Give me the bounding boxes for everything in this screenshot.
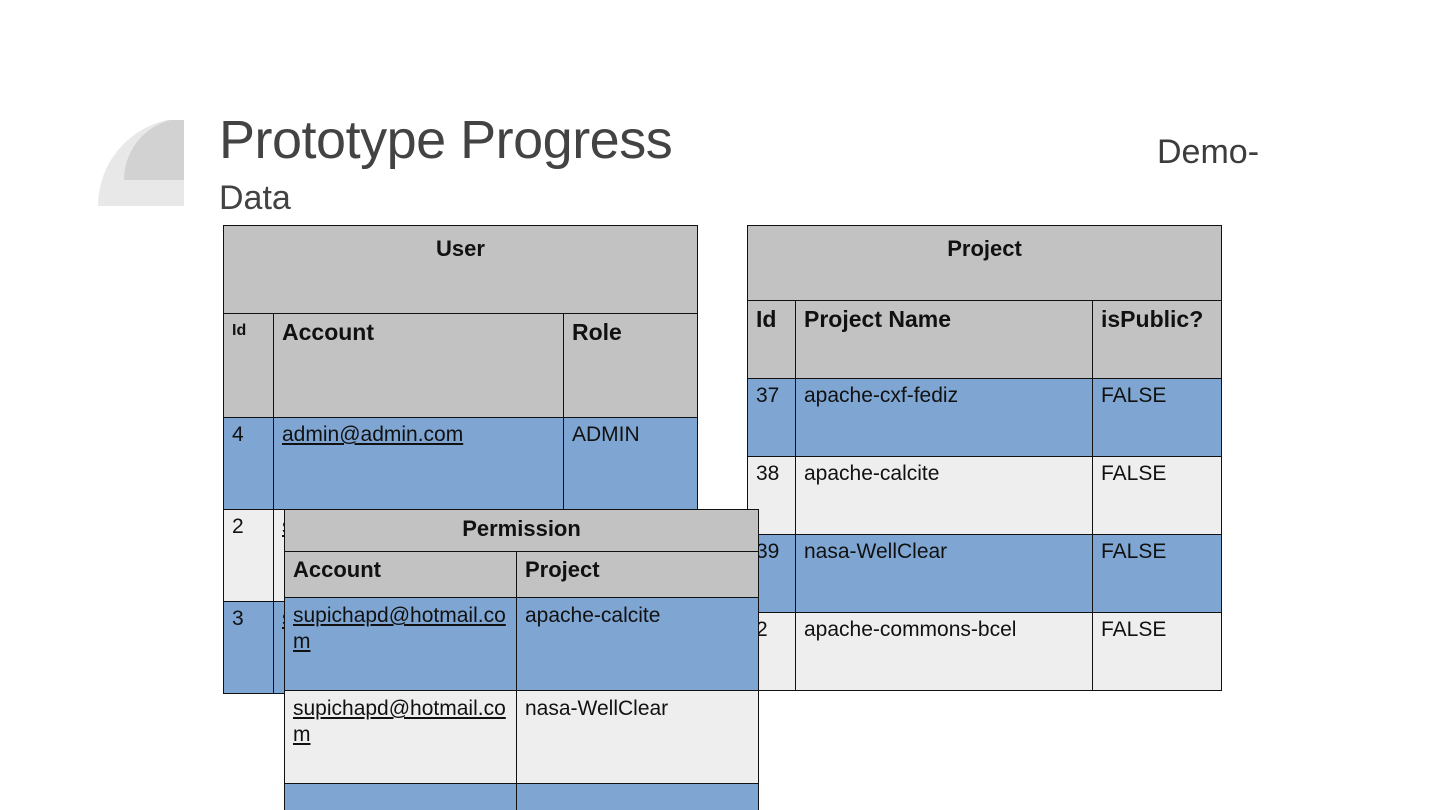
user-cell-id: 3 [223, 601, 274, 694]
table-row[interactable]: supichapd@hotmail.com apache-calcite [284, 597, 760, 691]
table-row[interactable]: 39 nasa-WellClear FALSE [747, 534, 1222, 613]
page-title: Prototype Progress [219, 110, 673, 170]
table-row[interactable]: 37 apache-cxf-fediz FALSE [747, 378, 1222, 457]
table-row[interactable]: 2 apache-commons-bcel FALSE [747, 612, 1222, 691]
permission-cell-account[interactable] [284, 783, 517, 810]
permission-col-account: Account [284, 551, 517, 598]
user-cell-account[interactable]: admin@admin.com [273, 417, 564, 510]
project-cell-ispublic: FALSE [1092, 378, 1222, 457]
user-col-id: Id [223, 313, 274, 418]
project-cell-ispublic: FALSE [1092, 534, 1222, 613]
logo-inner-arc [124, 120, 184, 180]
project-table-header-row: Id Project Name isPublic? [747, 300, 1222, 379]
account-link[interactable]: supichapd@hotmail.com [293, 697, 506, 747]
user-cell-id: 2 [223, 509, 274, 602]
project-col-ispublic: isPublic? [1092, 300, 1222, 379]
permission-table-header-row: Account Project [284, 551, 760, 598]
user-cell-role: ADMIN [562, 417, 699, 510]
permission-cell-project: nasa-WellClear [515, 690, 760, 784]
project-col-id: Id [747, 300, 796, 379]
project-cell-id: 37 [747, 378, 796, 457]
permission-col-project: Project [515, 551, 760, 598]
project-col-name: Project Name [795, 300, 1093, 379]
quarter-circle-logo-icon [98, 120, 184, 206]
corner-label: Demo- [1157, 133, 1260, 171]
table-row[interactable]: 4 admin@admin.com ADMIN [223, 417, 699, 510]
account-link[interactable]: supichapd@hotmail.com [293, 604, 506, 654]
table-row[interactable]: 38 apache-calcite FALSE [747, 456, 1222, 535]
table-row[interactable]: supichapd@hotmail.com nasa-WellClear [284, 690, 760, 784]
permission-table: Permission Account Project supichapd@hot… [283, 509, 760, 810]
project-cell-ispublic: FALSE [1092, 612, 1222, 691]
account-link[interactable]: admin@admin.com [282, 423, 464, 446]
project-table-caption-row: Project [747, 225, 1222, 301]
permission-table-caption: Permission [283, 509, 760, 552]
project-cell-ispublic: FALSE [1092, 456, 1222, 535]
project-cell-name: apache-cxf-fediz [795, 378, 1093, 457]
permission-table-caption-row: Permission [283, 509, 760, 552]
user-cell-id: 4 [223, 417, 274, 510]
permission-cell-account[interactable]: supichapd@hotmail.com [284, 690, 517, 784]
user-table-header-row: Id Account Role [223, 313, 699, 418]
permission-cell-account[interactable]: supichapd@hotmail.com [284, 597, 517, 691]
project-table: Project Id Project Name isPublic? 37 apa… [747, 225, 1222, 691]
user-table-caption: User [222, 225, 699, 314]
user-col-account: Account [273, 313, 564, 418]
user-table-caption-row: User [222, 225, 699, 314]
project-table-caption: Project [747, 225, 1222, 301]
permission-cell-project: apache-calcite [515, 597, 760, 691]
project-cell-id: 38 [747, 456, 796, 535]
project-cell-name: apache-calcite [795, 456, 1093, 535]
page-subtitle: Data [219, 179, 291, 217]
project-cell-name: nasa-WellClear [795, 534, 1093, 613]
project-cell-name: apache-commons-bcel [795, 612, 1093, 691]
permission-cell-project [515, 783, 760, 810]
user-col-role: Role [562, 313, 699, 418]
table-row[interactable] [284, 783, 760, 810]
